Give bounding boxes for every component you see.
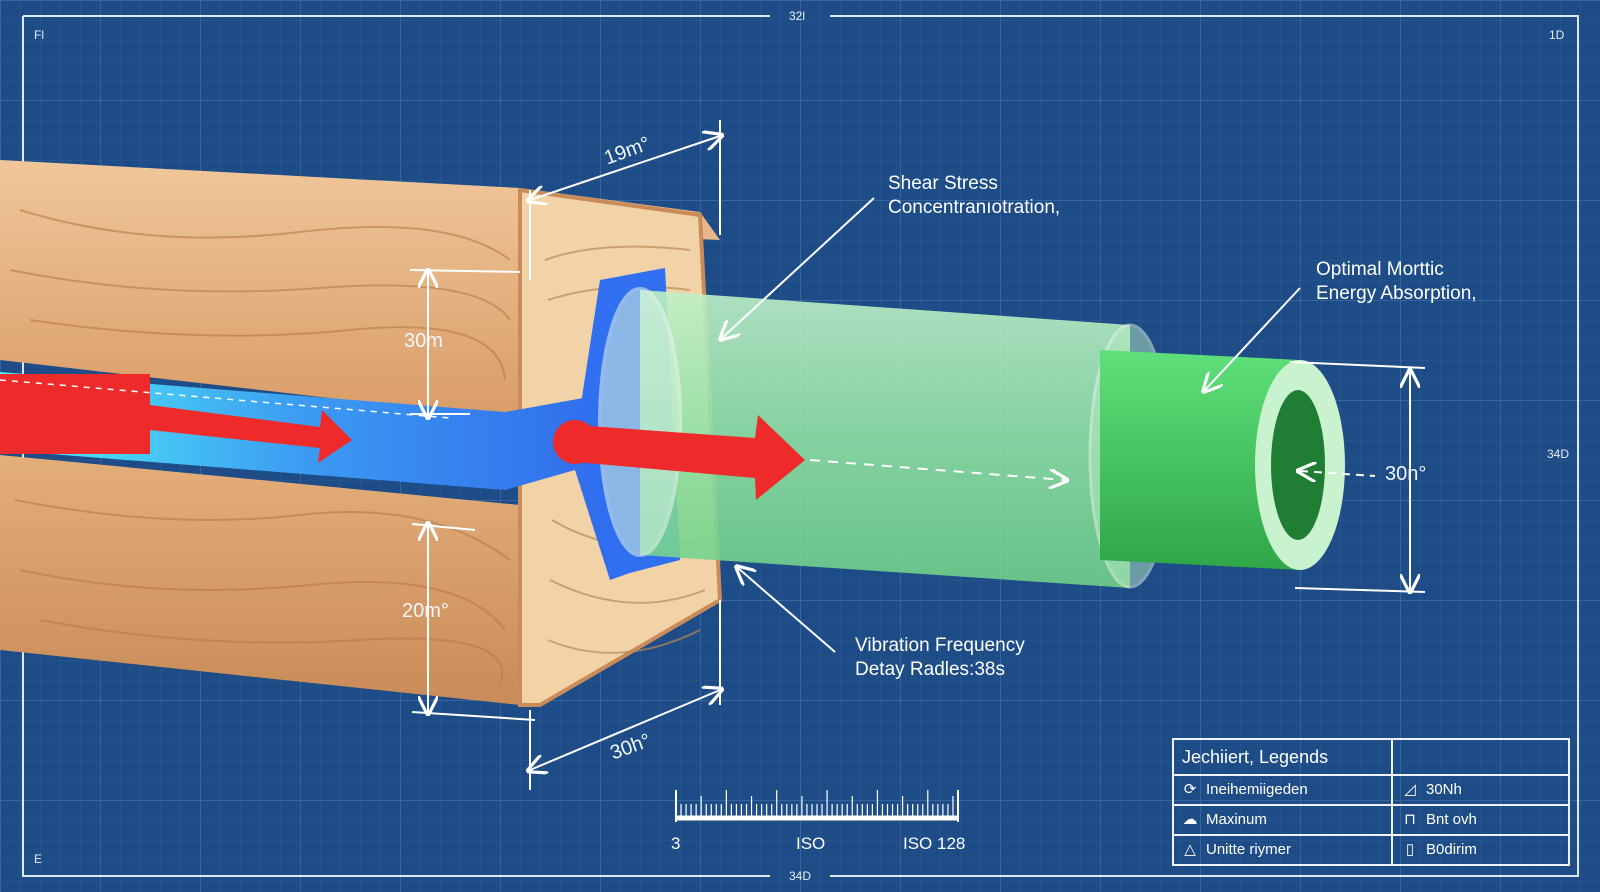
- stress-block: [0, 374, 150, 454]
- dimension-right-tube: 30n°: [1385, 463, 1427, 485]
- legend-row: △Unitte riymer ▯B0dirim: [1174, 834, 1568, 864]
- refresh-icon: ⟳: [1183, 781, 1197, 798]
- legend-table: Jechiiert, Legends ⟳Ineihemiigeden ◿30Nh…: [1172, 738, 1570, 866]
- scale-label-middle: ISO: [796, 834, 826, 853]
- load-arrow-left: [150, 405, 352, 463]
- bracket-icon: ⊓: [1404, 811, 1416, 828]
- scale-label-end: ISO 128: [903, 834, 966, 853]
- dimension-lines: [409, 120, 1426, 790]
- corner-label-top-left: Fl: [34, 28, 44, 42]
- dimension-left-upper: 30m: [404, 330, 443, 352]
- scale-ruler: [675, 790, 959, 822]
- shear-stress-callout: Shear Stress Concentranıotration,: [888, 173, 1061, 218]
- legend-row: ⟳Ineihemiigeden ◿30Nh: [1174, 774, 1568, 804]
- center-dash-line: [1300, 471, 1376, 476]
- flow-dash-line: [809, 459, 1065, 480]
- cloud-icon: ☁: [1182, 811, 1198, 828]
- corner-label-top-right: 1D: [1549, 28, 1565, 42]
- wood-beam-lower: [0, 455, 520, 705]
- vibration-callout: Vibration Frequency Detay Radles:38s: [855, 635, 1025, 680]
- scale-label-start: 3: [671, 834, 681, 853]
- corner-label-bottom-left: E: [34, 852, 43, 866]
- corner-label-bottom-center: 34D: [789, 869, 812, 883]
- dimension-left-lower: 20m°: [402, 600, 449, 622]
- legend-title: Jechiiert, Legends: [1182, 747, 1329, 767]
- box-icon: ▯: [1405, 841, 1415, 858]
- energy-absorption-callout: Optimal Morttic Energy Absorption,: [1316, 259, 1477, 304]
- square-corner-icon: ◿: [1404, 781, 1416, 798]
- triangle-icon: △: [1184, 841, 1196, 858]
- load-arrow-center: [553, 415, 805, 500]
- corner-label-right-middle: 34D: [1547, 447, 1570, 461]
- legend-row: ☁Maxinum ⊓Bnt ovh: [1174, 804, 1568, 834]
- energy-absorber-tube: [1100, 350, 1345, 570]
- corner-label-top-center: 32l: [789, 9, 806, 23]
